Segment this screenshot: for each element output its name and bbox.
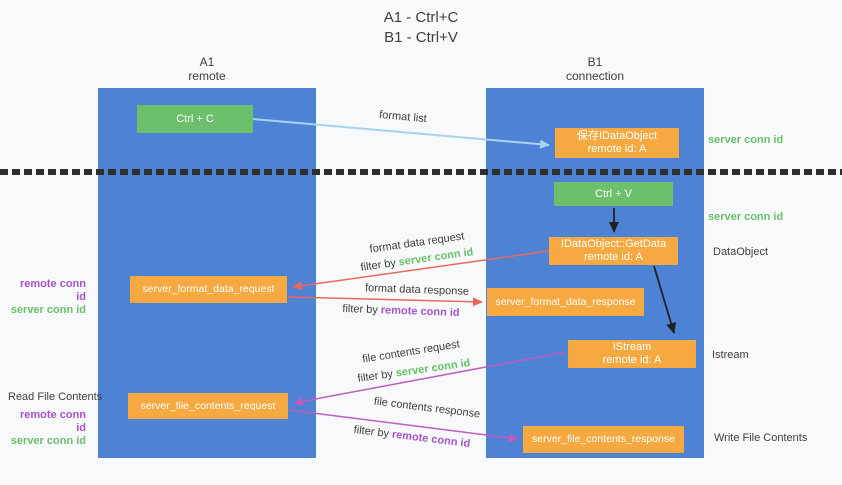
conn-id-pair-bottom: remote conn id server conn id <box>10 409 86 448</box>
title-line-2: B1 - Ctrl+V <box>384 29 458 46</box>
format-list-label: format list <box>378 108 428 126</box>
server-format-data-response-label: server_format_data_response <box>495 295 636 308</box>
conn-id-pair-mid: remote conn id server conn id <box>10 278 86 317</box>
diagram-title: A1 - Ctrl+C B1 - Ctrl+V <box>0 8 842 48</box>
column-b1-id: B1 <box>587 55 603 69</box>
server-file-contents-request-node: server_file_contents_request <box>128 393 288 419</box>
filter-prefix: filter by <box>342 302 379 317</box>
read-file-contents-annotation: Read File Contents <box>8 391 103 403</box>
istream-line1: IStream <box>612 341 652 353</box>
filter-prefix: filter by <box>353 423 390 441</box>
getdata-node: IDataObject::GetData remote id: A <box>549 237 678 265</box>
title-line-1: A1 - Ctrl+C <box>383 9 459 26</box>
session-divider <box>0 169 842 175</box>
server-file-contents-response-node: server_file_contents_response <box>523 426 684 453</box>
save-dataobject-line1: 保存IDataObject <box>576 130 658 142</box>
column-header-a1: A1 remote <box>98 55 316 83</box>
filter-prefix: filter by <box>356 368 394 385</box>
ctrl-v-label: Ctrl + V <box>595 187 632 200</box>
server-format-data-request-node: server_format_data_request <box>130 276 287 303</box>
server-conn-id-annotation-top: server conn id <box>708 134 784 146</box>
save-dataobject-line2: remote id: A <box>587 143 647 155</box>
column-b1-name: connection <box>565 69 625 83</box>
getdata-line1: IDataObject::GetData <box>560 238 667 250</box>
server-conn-id-annotation-mid: server conn id <box>708 211 784 223</box>
remote-conn-id-annotation: remote conn id <box>19 409 86 434</box>
server-conn-id-annotation: server conn id <box>10 304 86 316</box>
istream-line2: remote id: A <box>602 354 662 366</box>
server-format-data-request-label: server_format_data_request <box>142 283 275 295</box>
format-data-response-arrow <box>287 296 483 307</box>
dataobject-annotation: DataObject <box>713 246 769 258</box>
remote-conn-id-annotation: remote conn id <box>19 278 86 303</box>
file-contents-response-label: file contents response <box>373 395 481 421</box>
save-dataobject-node: 保存IDataObject remote id: A <box>555 128 679 158</box>
server-file-contents-request-label: server_file_contents_request <box>140 399 276 412</box>
format-data-response-label: format data response <box>364 282 470 298</box>
column-a1-id: A1 <box>199 55 215 69</box>
remote-conn-id-keyword: remote conn id <box>380 304 460 320</box>
ctrl-v-node: Ctrl + V <box>554 182 673 206</box>
remote-conn-id-keyword: remote conn id <box>391 428 471 451</box>
istream-node: IStream remote id: A <box>568 340 696 368</box>
server-format-data-response-node: server_format_data_response <box>487 288 644 316</box>
getdata-line2: remote id: A <box>584 251 643 263</box>
server-conn-id-keyword: server conn id <box>394 357 472 380</box>
column-a1-name: remote <box>188 69 226 83</box>
ctrl-c-node: Ctrl + C <box>137 105 253 133</box>
column-header-b1: B1 connection <box>486 55 704 83</box>
write-file-contents-annotation: Write File Contents <box>714 432 808 444</box>
server-file-contents-response-label: server_file_contents_response <box>531 433 675 445</box>
istream-annotation: Istream <box>712 349 749 361</box>
ctrl-c-label: Ctrl + C <box>176 112 214 125</box>
filter-prefix: filter by <box>359 257 397 274</box>
server-conn-id-annotation: server conn id <box>10 435 86 447</box>
